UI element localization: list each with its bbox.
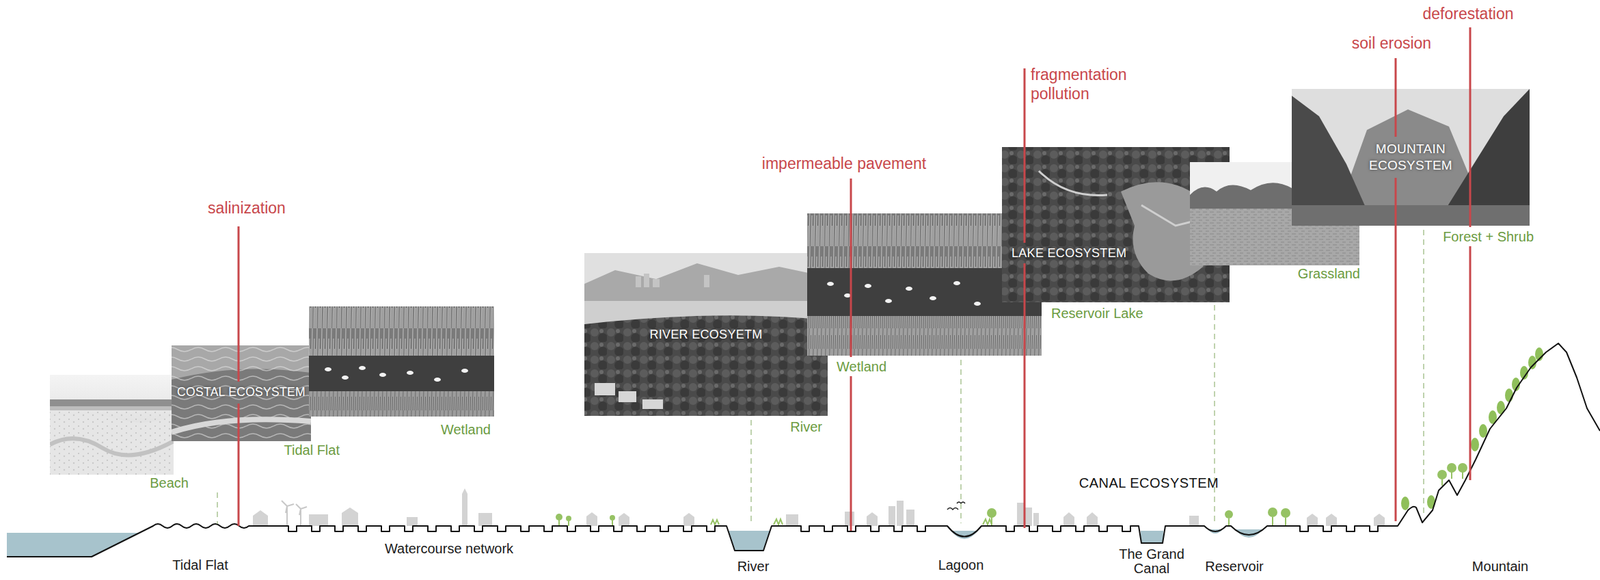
issue-lines	[238, 27, 1471, 531]
issue-label: salinization	[207, 198, 286, 219]
habitat-label: Tidal Flat	[283, 441, 340, 458]
ecosystem-title: COSTAL ECOSYSTEM	[177, 383, 306, 400]
wind-turbines	[281, 500, 307, 526]
photo-panel: RIVER ECOSYETM	[584, 252, 828, 416]
habitat-label: Reservoir Lake	[1051, 304, 1144, 322]
landform-label: Reservoir	[1204, 557, 1264, 575]
landform-label: Tidal Flat	[172, 556, 229, 573]
landform-label: River	[737, 557, 770, 575]
issue-label: soil erosion	[1351, 34, 1432, 54]
birds	[947, 501, 966, 510]
photo-mountain	[1291, 88, 1530, 226]
habitat-label: River	[790, 418, 823, 435]
issue-label: deforestation	[1422, 4, 1514, 24]
habitat-leader-lines	[217, 229, 1424, 524]
ecosystem-title: RIVER ECOSYETM	[649, 326, 763, 343]
photo-panel: LAKE ECOSYSTEM	[1001, 146, 1230, 303]
habitat-label: Forest + Shrub	[1442, 228, 1534, 245]
habitat-label: Wetland	[440, 421, 491, 438]
ecosystem-title: LAKE ECOSYSTEM	[1011, 244, 1127, 262]
issue-label: fragmentation pollution	[1030, 64, 1134, 104]
habitat-label: Grassland	[1297, 265, 1361, 282]
ecosystem-title: MOUNTAIN ECOSYSTEM	[1359, 140, 1462, 174]
issue-label: impermeable pavement	[762, 154, 927, 174]
landform-label: Lagoon	[938, 556, 985, 573]
landform-label: Watercourse network	[384, 539, 514, 557]
photo-panel: COSTAL ECOSYSTEM	[171, 345, 311, 441]
ecosystem-label: CANAL ECOSYSTEM	[1079, 474, 1220, 491]
photo-beach	[49, 374, 174, 475]
ground-profile	[6, 343, 1600, 557]
landform-label: Mountain	[1472, 557, 1529, 575]
photo-tidal-flat	[171, 345, 311, 441]
habitat-label: Wetland	[836, 358, 887, 375]
photo-river	[584, 252, 828, 416]
landform-label: The Grand Canal	[1114, 546, 1190, 576]
photo-wetland	[308, 306, 495, 417]
water-fill	[6, 529, 1264, 557]
habitat-label: Beach	[149, 474, 189, 491]
photo-panel: MOUNTAIN ECOSYSTEM	[1291, 88, 1530, 226]
